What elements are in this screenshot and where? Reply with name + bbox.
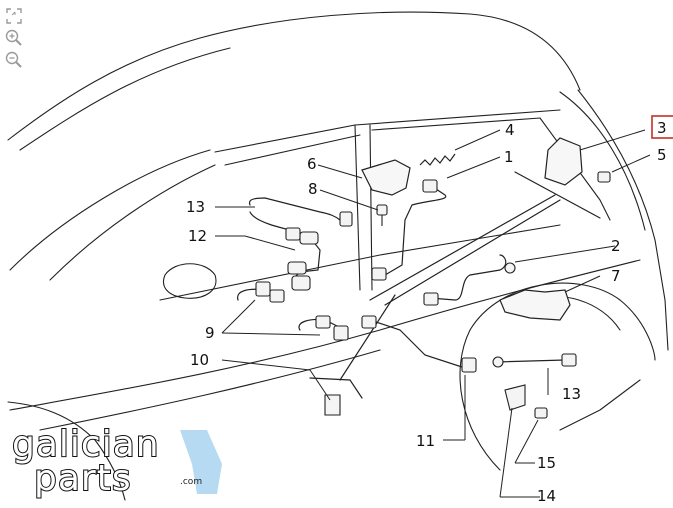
car-body-outline xyxy=(7,11,669,501)
callout-1[interactable]: 1 xyxy=(504,148,514,166)
bolt-8 xyxy=(376,204,388,216)
spring-4 xyxy=(419,153,456,166)
leader-lines xyxy=(215,129,651,498)
valve-6 xyxy=(361,159,411,196)
fitting xyxy=(291,275,311,291)
fitting xyxy=(492,356,504,368)
callout-7[interactable]: 7 xyxy=(611,267,621,285)
callout-9[interactable]: 9 xyxy=(205,324,215,342)
fitting xyxy=(504,262,516,274)
callout-4[interactable]: 4 xyxy=(505,121,515,139)
bolt-15 xyxy=(534,407,548,419)
callout-11[interactable]: 11 xyxy=(416,432,435,450)
fitting xyxy=(461,357,477,373)
logo-suffix: .com xyxy=(180,477,202,487)
callout-12[interactable]: 12 xyxy=(188,227,207,245)
fitting xyxy=(287,261,307,275)
callout-13-upper[interactable]: 13 xyxy=(186,198,205,216)
callout-2[interactable]: 2 xyxy=(611,237,621,255)
logo-line2: parts xyxy=(34,458,132,499)
callout-3[interactable]: 3 xyxy=(657,119,667,137)
fullscreen-button[interactable] xyxy=(4,6,24,26)
fitting xyxy=(285,227,301,241)
logo-accent-shape xyxy=(180,430,222,494)
callout-5[interactable]: 5 xyxy=(657,146,667,164)
side-mirror xyxy=(163,263,217,299)
fitting xyxy=(361,315,377,329)
callout-13-lower[interactable]: 13 xyxy=(562,385,581,403)
bracket-14 xyxy=(504,384,526,411)
fullscreen-icon xyxy=(6,8,22,24)
callout-8[interactable]: 8 xyxy=(308,180,318,198)
zoom-out-icon xyxy=(5,51,22,68)
fitting xyxy=(561,353,577,367)
caliper-7 xyxy=(499,289,571,321)
zoom-in-icon xyxy=(5,29,22,46)
fitting xyxy=(422,179,438,193)
fitting xyxy=(339,211,353,227)
zoom-out-button[interactable] xyxy=(4,50,24,70)
fitting xyxy=(315,315,331,329)
fitting xyxy=(299,231,319,245)
fitting xyxy=(371,267,387,281)
galicianparts-logo: galician parts .com xyxy=(12,424,222,500)
callout-10[interactable]: 10 xyxy=(190,351,209,369)
fitting xyxy=(269,289,285,303)
fitting xyxy=(333,325,349,341)
callout-15[interactable]: 15 xyxy=(537,454,556,472)
fitting xyxy=(423,292,439,306)
callouts: 4 1 6 8 13 12 2 7 9 10 11 13 15 14 5 3 xyxy=(186,119,667,505)
brake-lines xyxy=(237,171,601,399)
callout-14[interactable]: 14 xyxy=(537,487,556,505)
highlighted-callout-frame xyxy=(651,115,673,139)
major-parts xyxy=(361,137,583,321)
fitting xyxy=(255,281,271,297)
logo-line1: galician xyxy=(12,424,160,465)
bracket-3 xyxy=(544,137,583,186)
zoom-in-button[interactable] xyxy=(4,28,24,48)
clip-10 xyxy=(324,394,341,416)
bolt-5 xyxy=(597,171,611,183)
fittings xyxy=(255,171,611,419)
callout-6[interactable]: 6 xyxy=(307,155,317,173)
